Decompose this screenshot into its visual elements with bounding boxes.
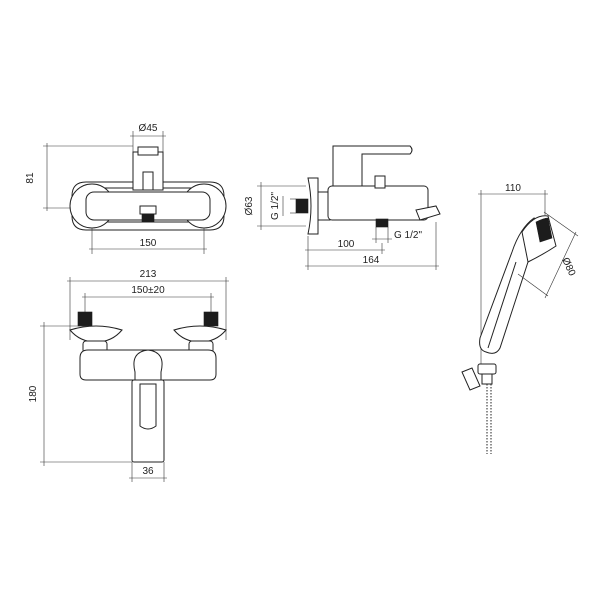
dim-side-thread-inlet: G 1/2" — [270, 192, 281, 220]
dim-front-centers: 150±20 — [131, 285, 165, 296]
dim-hand-shower-width: 110 — [505, 183, 521, 194]
side-spout — [415, 205, 441, 221]
front-right-thread — [203, 311, 219, 327]
dim-side-total: 164 — [363, 255, 380, 266]
dim-top-diameter: Ø45 — [139, 123, 158, 134]
front-left-rosette — [69, 325, 123, 343]
side-rosette — [307, 177, 319, 235]
dim-top-width: 150 — [140, 238, 157, 249]
top-outlet-thread — [141, 213, 155, 223]
side-lever — [332, 145, 413, 187]
front-left-thread — [77, 311, 93, 327]
side-outlet-thread — [375, 218, 389, 228]
dim-top-height: 81 — [25, 172, 36, 184]
side-body — [327, 185, 429, 221]
top-view: Ø45 81 150 — [25, 123, 227, 254]
side-view: Ø63 G 1/2" G 1/2" 100 164 — [244, 145, 441, 270]
front-view: 213 150±20 180 36 — [28, 269, 229, 482]
dim-side-depth: 100 — [338, 239, 355, 250]
front-right-rosette — [173, 325, 227, 343]
dim-side-thread-outlet: G 1/2" — [394, 230, 422, 241]
dim-side-diameter: Ø63 — [244, 196, 255, 215]
hand-shower-nozzles — [535, 217, 553, 243]
hand-shower-holder — [461, 367, 481, 391]
dim-front-spout-width: 36 — [142, 466, 154, 477]
dim-front-height: 180 — [28, 385, 39, 402]
dim-hand-shower-diameter: Ø80 — [559, 256, 577, 278]
hand-shower-view: 110 Ø80 — [461, 183, 579, 454]
dim-front-total-width: 213 — [140, 269, 157, 280]
side-inlet-thread — [295, 198, 309, 214]
